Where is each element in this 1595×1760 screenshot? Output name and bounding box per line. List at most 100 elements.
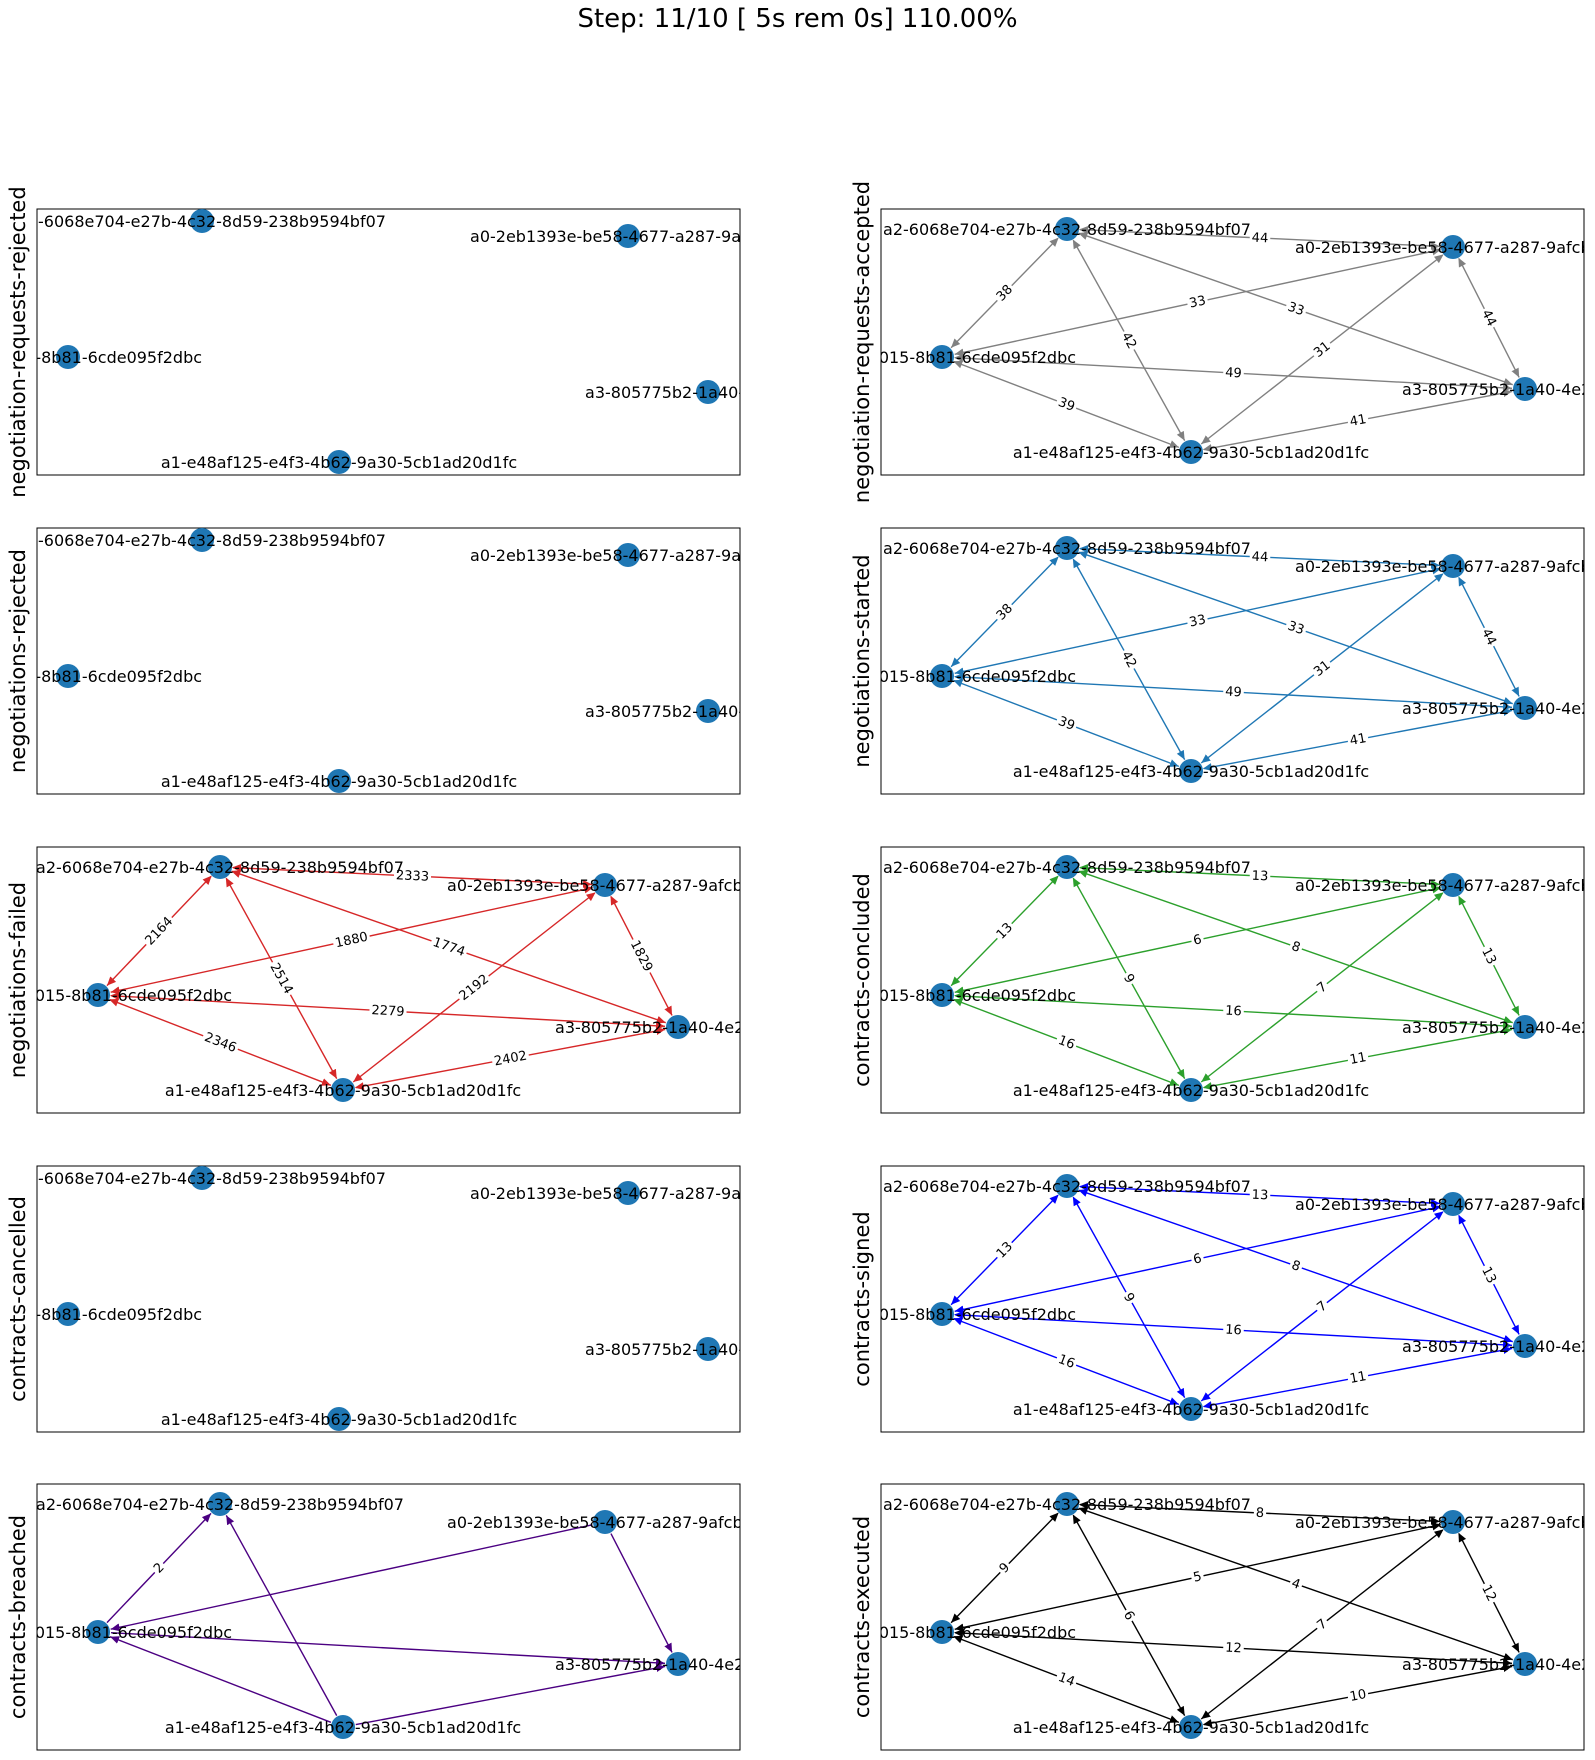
panel-title: contracts-concluded	[850, 873, 874, 1087]
node-label-a3: a3-805775b2-1a40-4e24-8908	[1402, 1655, 1595, 1674]
node-label-a4: a4-dc6-4015-8b81-6cde095f2dbc	[0, 667, 202, 686]
node-a3	[666, 1015, 690, 1039]
node-label-a1: a1-e48af125-e4f3-4b62-9a30-5cb1ad20d1fc	[165, 1718, 521, 1737]
node-a1	[327, 769, 351, 793]
node-label-a3: a3-805775b2-1a40-4e24-8908	[1402, 1337, 1595, 1356]
panel-title: negotiation-requests-rejected	[6, 186, 30, 497]
node-a2	[208, 1492, 232, 1516]
edge-weight-label: 49	[1222, 364, 1245, 383]
panel-title: contracts-signed	[850, 1211, 874, 1386]
node-a2	[1055, 536, 1079, 560]
svg-text:13: 13	[1251, 1188, 1268, 1204]
svg-text:16: 16	[1225, 1004, 1242, 1020]
edge-weight-label: 41	[1346, 729, 1370, 751]
node-a2	[1055, 217, 1079, 241]
node-a1	[1179, 759, 1203, 783]
node-a0	[1441, 1192, 1465, 1216]
node-a4	[930, 664, 954, 688]
panel-title: negotiation-requests-accepted	[850, 181, 874, 503]
node-a0	[593, 1510, 617, 1534]
svg-text:16: 16	[1225, 1323, 1242, 1339]
node-a3	[1513, 377, 1537, 401]
node-label-a0: a0-2eb1393e-be58-4677-a287-9afcb22	[1295, 1195, 1595, 1214]
node-a4	[56, 664, 80, 688]
node-label-a2: a2-6068e704-e27b-4c32-8d59-238b9594bf07	[883, 220, 1251, 239]
node-label-a2: a2-6068e704-e27b-4c32-8d59-238b9594bf07	[18, 1169, 386, 1188]
node-a0	[616, 224, 640, 248]
node-label-a4: a4-dc6-4015-8b81-6cde095f2dbc	[0, 1305, 202, 1324]
node-a3	[696, 699, 720, 723]
edge-weight-label: 16	[1222, 1002, 1245, 1021]
node-a2	[1055, 855, 1079, 879]
node-label-a1: a1-e48af125-e4f3-4b62-9a30-5cb1ad20d1fc	[161, 772, 517, 791]
node-a4	[86, 1620, 110, 1644]
svg-text:2402: 2402	[493, 1049, 528, 1070]
node-label-a4: a4-dc6-4015-8b81-6cde095f2dbc	[808, 986, 1076, 1005]
edge-weight-label: 14	[1053, 1668, 1079, 1692]
node-a4	[930, 983, 954, 1007]
edge-weight-label: 44	[1476, 305, 1501, 332]
svg-text:5: 5	[1192, 1569, 1203, 1585]
panel-title: negotiations-failed	[6, 882, 30, 1078]
node-label-a3: a3-805775b2-1a40-4e24-8908	[1402, 1018, 1595, 1037]
node-label-a2: a2-6068e704-e27b-4c32-8d59-238b9594bf07	[883, 1495, 1251, 1514]
node-label-a2: a2-6068e704-e27b-4c32-8d59-238b9594bf07	[883, 858, 1251, 877]
node-label-a4: a4-dc6-4015-8b81-6cde095f2dbc	[808, 1305, 1076, 1324]
svg-text:14: 14	[1056, 1670, 1077, 1690]
node-label-a2: a2-6068e704-e27b-4c32-8d59-238b9594bf07	[883, 1177, 1251, 1196]
edge-weight-label: 12	[1476, 1580, 1501, 1607]
node-label-a1: a1-e48af125-e4f3-4b62-9a30-5cb1ad20d1fc	[161, 1410, 517, 1429]
node-label-a0: a0-2eb1393e-be58-4677-a287-9afcb22	[470, 1184, 786, 1203]
svg-text:13: 13	[1478, 945, 1499, 967]
node-a2	[1055, 1174, 1079, 1198]
node-a1	[327, 450, 351, 474]
panel-frame	[36, 527, 741, 795]
edge-weight-label: 12	[1222, 1639, 1245, 1658]
node-label-a3: a3-805775b2-1a40-4e24-8908	[585, 383, 831, 402]
edge-weight-label: 44	[1476, 624, 1501, 651]
edge-weight-label: 13	[1476, 943, 1501, 970]
svg-text:2279: 2279	[371, 1003, 405, 1020]
svg-text:12: 12	[1225, 1641, 1242, 1657]
node-a2	[1055, 1492, 1079, 1516]
node-label-a0: a0-2eb1393e-be58-4677-a287-9afcb22	[447, 1513, 763, 1532]
svg-text:16: 16	[1056, 1033, 1077, 1053]
panel-title: negotiations-started	[850, 554, 874, 767]
svg-text:11: 11	[1349, 1369, 1368, 1387]
node-label-a0: a0-2eb1393e-be58-4677-a287-9afcb22	[1295, 876, 1595, 895]
node-label-a4: a4-dc6-4015-8b81-6cde095f2dbc	[0, 1623, 232, 1642]
node-a1	[331, 1078, 355, 1102]
node-a1	[1179, 1397, 1203, 1421]
node-a3	[1513, 1015, 1537, 1039]
node-label-a4: a4-dc6-4015-8b81-6cde095f2dbc	[808, 1623, 1076, 1642]
svg-text:11: 11	[1349, 1050, 1368, 1068]
graph-panel-contracts-cancelled: contracts-cancelleda0-2eb1393e-be58-4677…	[0, 1165, 786, 1433]
node-a0	[1441, 1510, 1465, 1534]
node-a0	[593, 873, 617, 897]
edge-weight-label: 44	[1249, 229, 1271, 248]
node-label-a1: a1-e48af125-e4f3-4b62-9a30-5cb1ad20d1fc	[161, 453, 517, 472]
edge-weight-label: 16	[1053, 1350, 1079, 1374]
svg-text:44: 44	[1478, 626, 1499, 648]
node-a0	[616, 1181, 640, 1205]
node-label-a0: a0-2eb1393e-be58-4677-a287-9afcb22	[1295, 1513, 1595, 1532]
node-a3	[1513, 1652, 1537, 1676]
svg-text:6: 6	[1192, 1251, 1203, 1267]
node-label-a4: a4-dc6-4015-8b81-6cde095f2dbc	[0, 348, 202, 367]
edge-weight-label: 13	[1249, 1186, 1271, 1205]
svg-text:49: 49	[1225, 366, 1242, 382]
node-label-a1: a1-e48af125-e4f3-4b62-9a30-5cb1ad20d1fc	[1013, 762, 1369, 781]
node-a1	[1179, 1715, 1203, 1739]
panel-title: contracts-breached	[6, 1515, 30, 1719]
panel-title: negotiations-rejected	[6, 549, 30, 773]
node-label-a3: a3-805775b2-1a40-4e24-8908	[555, 1018, 801, 1037]
edge-a4-a3	[110, 1632, 666, 1667]
graph-panel-contracts-executed: contracts-executed89645712121410a0-2eb13…	[808, 1483, 1595, 1751]
node-a1	[327, 1407, 351, 1431]
svg-text:13: 13	[1478, 1264, 1499, 1286]
node-label-a1: a1-e48af125-e4f3-4b62-9a30-5cb1ad20d1fc	[1013, 1400, 1369, 1419]
